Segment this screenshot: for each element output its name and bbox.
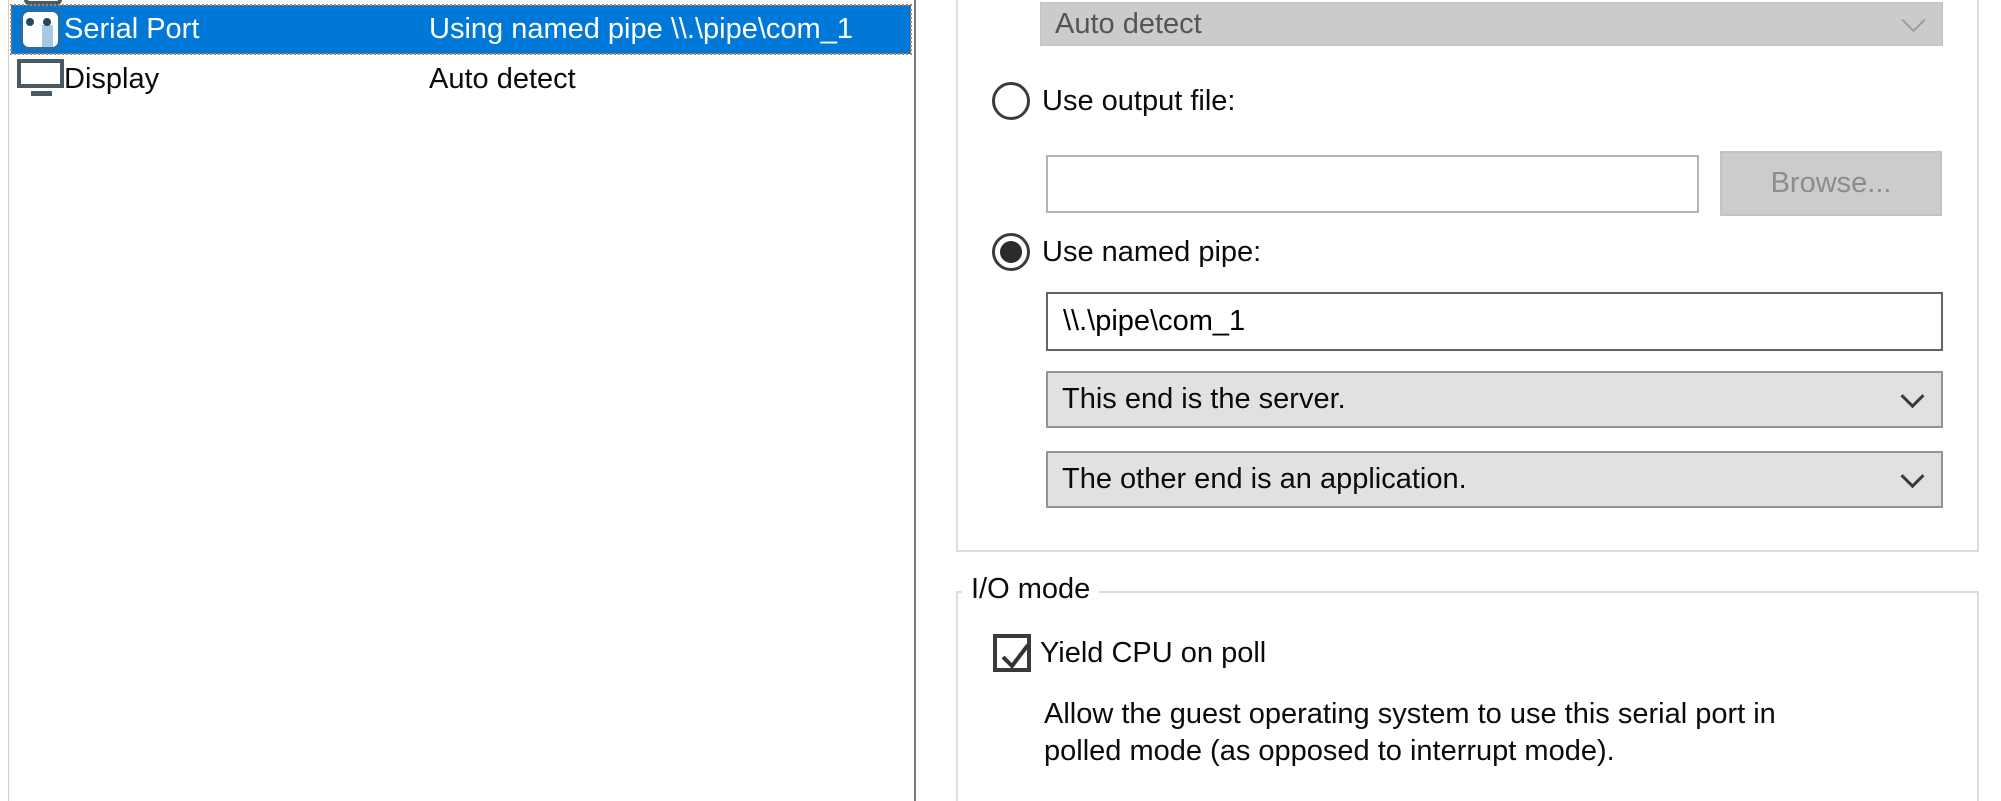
- io-mode-group: [956, 591, 1979, 801]
- serial-port-icon: [11, 5, 64, 54]
- browse-button[interactable]: Browse...: [1720, 151, 1942, 216]
- use-output-file-radio[interactable]: [992, 82, 1030, 120]
- display-icon: [11, 56, 64, 102]
- use-output-file-label[interactable]: Use output file:: [1042, 85, 1236, 117]
- hardware-row-label: Display: [64, 62, 160, 95]
- hardware-row-display[interactable]: Display Auto detect: [11, 56, 911, 102]
- yield-cpu-label[interactable]: Yield CPU on poll: [1040, 637, 1267, 669]
- browse-button-label: Browse...: [1770, 167, 1892, 199]
- io-mode-group-title: I/O mode: [962, 573, 1100, 606]
- io-mode-description: Allow the guest operating system to use …: [1044, 696, 1776, 770]
- pipe-peer-dropdown-value: The other end is an application.: [1062, 463, 1467, 495]
- hardware-row-summary: Auto detect: [429, 62, 576, 95]
- device-dropdown[interactable]: Auto detect: [1040, 2, 1943, 46]
- named-pipe-input[interactable]: [1046, 292, 1943, 351]
- checkmark-icon: [1001, 643, 1030, 670]
- pipe-end-dropdown[interactable]: This end is the server.: [1046, 371, 1943, 428]
- hardware-row-serial-port[interactable]: Serial Port Using named pipe \\.\pipe\co…: [10, 4, 912, 55]
- connection-group: [956, 0, 1979, 552]
- pipe-peer-dropdown[interactable]: The other end is an application.: [1046, 451, 1943, 508]
- hardware-row-label: Serial Port: [64, 13, 200, 45]
- hardware-list: Serial Port Using named pipe \\.\pipe\co…: [8, 0, 916, 801]
- output-file-input[interactable]: [1046, 155, 1699, 213]
- pipe-end-dropdown-value: This end is the server.: [1062, 383, 1346, 415]
- chevron-down-icon: [1901, 8, 1926, 33]
- hardware-row-summary: Using named pipe \\.\pipe\com_1: [429, 13, 853, 45]
- use-named-pipe-radio[interactable]: [992, 233, 1030, 271]
- yield-cpu-checkbox[interactable]: [993, 634, 1031, 672]
- chevron-down-icon: [1900, 383, 1925, 408]
- io-mode-description-line: Allow the guest operating system to use …: [1044, 698, 1776, 730]
- chevron-down-icon: [1900, 463, 1925, 488]
- use-named-pipe-label[interactable]: Use named pipe:: [1042, 236, 1262, 268]
- io-mode-description-line: polled mode (as opposed to interrupt mod…: [1044, 735, 1615, 767]
- cutoff-hardware-icon-fragment: [24, 0, 62, 5]
- device-dropdown-value: Auto detect: [1055, 7, 1202, 40]
